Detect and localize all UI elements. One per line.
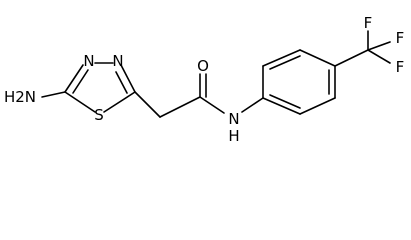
ring-sulfur-label: S [94,106,104,124]
ring-nitrogen-1-label: N [83,52,94,70]
fluorine-mid-label: F [396,29,405,47]
fluorine-bottom-label: F [396,58,405,76]
bond-ar5-ar6 [299,97,336,115]
fluorine-top-label: F [364,14,373,32]
bond-c2-s [103,91,136,113]
amide-nitrogen-label: N [228,110,239,128]
bond-c5-n1-double [72,69,89,94]
bond-s-c5 [64,91,96,113]
bond-n2-c2-double [115,71,128,94]
structure-canvas: H2N N N S O N H F F F [4,14,404,145]
bond-ar2-ar3-inner [269,55,301,70]
carbonyl-oxygen-label: O [197,57,209,75]
atom-labels: H2N N N S O N H F F F [4,14,404,145]
amide-hydrogen-label: H [228,127,239,145]
bond-n2-c2 [120,64,136,93]
bond-ar6-ar1-inner [269,94,301,109]
bond-ar6-ar1 [262,97,301,115]
bond-c-nh [199,96,225,114]
bonds [41,30,391,118]
bond-ar-cf3 [334,49,369,67]
ring-nitrogen-2-label: N [112,52,123,70]
bond-c2-ch2 [134,91,161,118]
bond-c-f-mid [367,41,391,51]
bond-ar2-ar3 [262,49,301,67]
molecule-diagram: H2N N N S O N H F F F [4,14,404,145]
bond-c5-nh2 [41,91,66,98]
bond-c5-n1 [64,64,84,93]
amine-label: H2N [4,88,36,106]
bond-ch2-co [159,96,201,118]
bond-ar3-ar4 [299,49,336,67]
bond-c-f-bottom [367,49,391,64]
bond-nh-ring [241,97,264,113]
